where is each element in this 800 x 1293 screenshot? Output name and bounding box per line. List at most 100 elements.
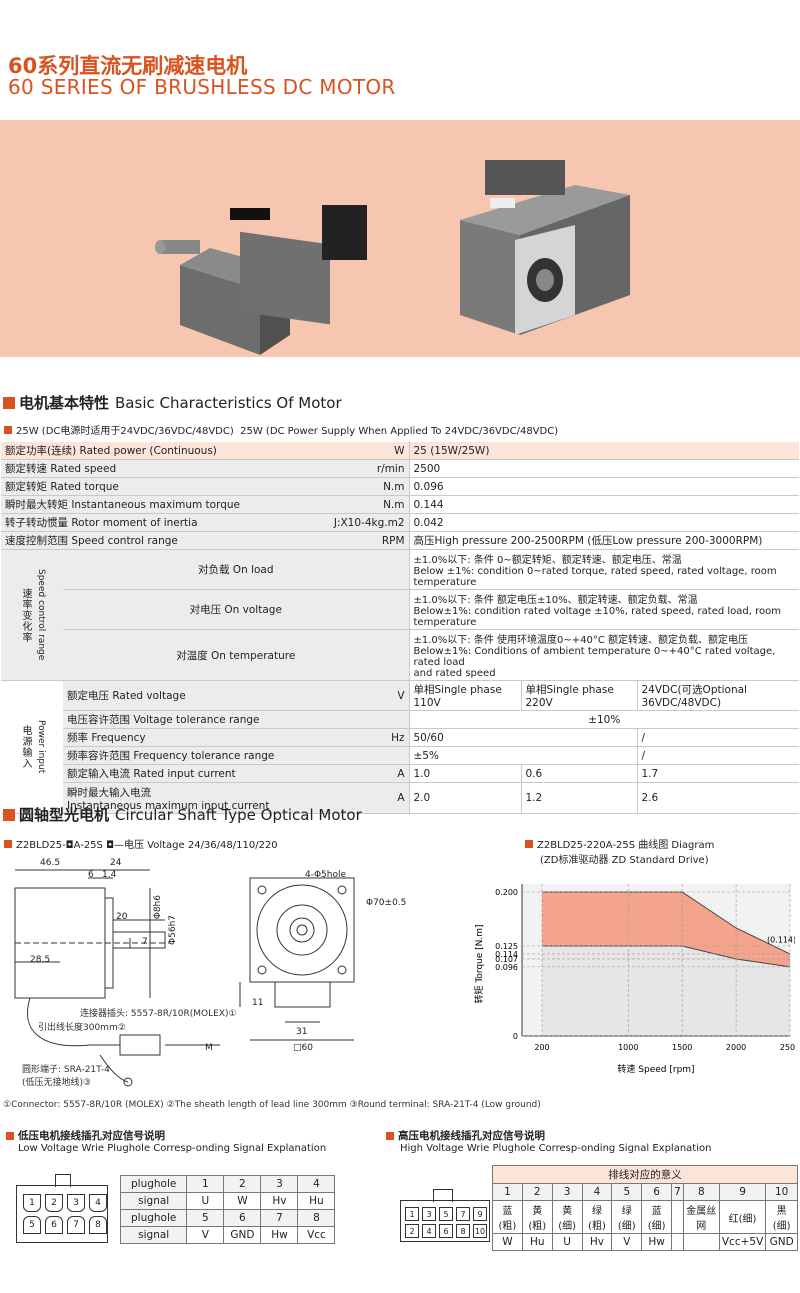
speed-value: ±1.0%以下: 条件 使用环境温度0~+40°C 额定转速、额定负载、额定电压…	[408, 629, 799, 681]
dim-1-4: 1.4	[102, 870, 117, 880]
speed-group-label-en: Speed control range	[36, 569, 46, 661]
spec-value: 高压High pressure 200-2500RPM (低压Low press…	[408, 531, 799, 550]
signal-cell: W	[223, 1192, 262, 1210]
spec-unit: N.m	[301, 495, 409, 514]
product-banner	[0, 120, 800, 357]
y-tick-label: 0	[513, 1032, 518, 1041]
signal-cell: 1	[186, 1175, 225, 1193]
speed-value-en: Below±1%: condition rated voltage ±10%, …	[413, 606, 781, 628]
signal-cell: plughole	[119, 1209, 188, 1227]
spec-unit: r/min	[301, 459, 409, 478]
model-note-text: Z2BLD25-◘A-25S ◘—电压 Voltage 24/36/48/110…	[16, 840, 278, 851]
spec-unit: RPM	[301, 531, 409, 550]
high-voltage-title-en: High Voltage Wrie Plughole Corresp-ondin…	[400, 1143, 712, 1154]
power-unit	[301, 746, 409, 765]
connector-pin: 7	[456, 1207, 470, 1221]
high-signal-cell: 1	[492, 1183, 523, 1201]
high-signal-cell: 黄(粗)	[521, 1200, 553, 1234]
signal-cell: Vcc	[297, 1226, 336, 1244]
high-signal-cell: 8	[682, 1183, 720, 1201]
high-signal-cell: 9	[718, 1183, 767, 1201]
power-v3: /	[636, 746, 799, 765]
signal-cell: 5	[186, 1209, 225, 1227]
power-note: 25W (DC电源时适用于24VDC/36VDC/48VDC) 25W (DC …	[4, 422, 558, 437]
x-tick-label: 200	[534, 1043, 549, 1052]
model-note: Z2BLD25-◘A-25S ◘—电压 Voltage 24/36/48/110…	[4, 836, 278, 851]
connector-label: 连接器插头: 5557-8R/10R(MOLEX)①	[80, 1009, 237, 1019]
signal-cell: 2	[223, 1175, 262, 1193]
power-unit: Hz	[301, 728, 409, 747]
connector-plug	[119, 1034, 161, 1056]
dim-24: 24	[110, 858, 122, 868]
connector-pin: 8	[89, 1216, 107, 1234]
dim-phi70: Φ70±0.5	[366, 898, 407, 908]
chart-title-text: Z2BLD25-220A-25S 曲线图 Diagram	[537, 840, 715, 851]
speed-row: 速率变化率 Speed control range 对负载 On load ±1…	[1, 549, 799, 681]
high-signal-cell: 7	[671, 1183, 684, 1201]
y-tick-label: 0.114	[495, 950, 518, 959]
power-row: 额定输入电流 Rated input current A 1.0 0.6 1.7	[1, 764, 799, 783]
high-voltage-title-cn: 高压电机接线插孔对应信号说明	[398, 1130, 545, 1142]
drawing-footnote: ①Connector: 5557-8R/10R (MOLEX) ②The she…	[3, 1100, 541, 1110]
dim-31: 31	[296, 1027, 308, 1037]
spec-table: 额定功率(连续) Rated power (Continuous) W 25 (…	[1, 442, 799, 814]
dim-m: M	[205, 1043, 213, 1053]
speed-label: 对温度 On temperature	[63, 629, 409, 681]
dim-phi56: Φ56h7	[168, 915, 178, 945]
speed-row: 对温度 On temperature ±1.0%以下: 条件 使用环境温度0~+…	[1, 629, 799, 681]
power-v3: 1.7	[636, 764, 799, 783]
dim-28-5: 28.5	[30, 955, 51, 965]
high-signal-cell: Hu	[521, 1233, 553, 1251]
connector-pin: 1	[23, 1194, 41, 1212]
power-label: 频率容许范围 Frequency tolerance range	[63, 746, 301, 765]
spec-row: 瞬时最大转矩 Instantaneous maximum torque N.m …	[1, 495, 799, 514]
power-label-en: Instantaneous maximum input current	[67, 799, 270, 812]
speed-value-en2: and rated speed	[413, 668, 496, 679]
motor-shaft	[112, 931, 166, 949]
connector-pin: 5	[439, 1207, 453, 1221]
peak-torque-band	[542, 892, 790, 967]
high-signal-cell: 绿(粗)	[581, 1200, 613, 1234]
power-label: 额定输入电流 Rated input current	[63, 764, 301, 783]
signal-cell: Hw	[260, 1226, 299, 1244]
dim-11: 11	[252, 998, 264, 1008]
speed-label: 对负载 On load	[63, 549, 409, 590]
page-title-cn: 60系列直流无刷减速电机	[8, 54, 248, 78]
power-v1: ±10%	[408, 710, 799, 729]
low-voltage-title: 低压电机接线插孔对应信号说明	[6, 1128, 171, 1143]
chart-subtitle: (ZD标准驱动器 ZD Standard Drive)	[540, 855, 709, 866]
x-tick-label: 2000	[726, 1043, 746, 1052]
power-unit	[301, 710, 409, 729]
speed-value-cn: ±1.0%以下: 条件 0~额定转矩、额定转速、额定电压、常温	[413, 555, 682, 566]
spec-value: 0.144	[408, 495, 799, 514]
power-v1: 1.0	[408, 764, 521, 783]
connector-pin: 1	[405, 1207, 419, 1221]
spec-row: 额定功率(连续) Rated power (Continuous) W 25 (…	[1, 442, 799, 460]
terminal-label-2: (低压无接地线)③	[22, 1078, 92, 1088]
speed-value-cn: ±1.0%以下: 条件 使用环境温度0~+40°C 额定转速、额定负载、额定电压	[413, 635, 749, 646]
connector-pin: 5	[23, 1216, 41, 1234]
connector-pin: 8	[456, 1224, 470, 1238]
spec-row: 额定转速 Rated speed r/min 2500	[1, 459, 799, 478]
dimension-drawing	[14, 869, 355, 1087]
connector-pin: 2	[45, 1194, 63, 1212]
connector-pin: 9	[473, 1207, 487, 1221]
low-voltage-title-cn: 低压电机接线插孔对应信号说明	[18, 1130, 165, 1142]
section-square-icon	[3, 808, 15, 821]
signal-cell: plughole	[119, 1175, 188, 1193]
signal-cell: U	[186, 1192, 225, 1210]
spec-row: 转子转动惯量 Rotor moment of inertia J:X10-4kg…	[1, 513, 799, 532]
power-row: 电压容许范围 Voltage tolerance range ±10%	[1, 710, 799, 729]
high-signal-cell: 10	[765, 1183, 798, 1201]
power-v1: 2.0	[408, 782, 521, 814]
spec-unit: W	[301, 442, 409, 460]
high-signal-cell	[682, 1233, 720, 1251]
